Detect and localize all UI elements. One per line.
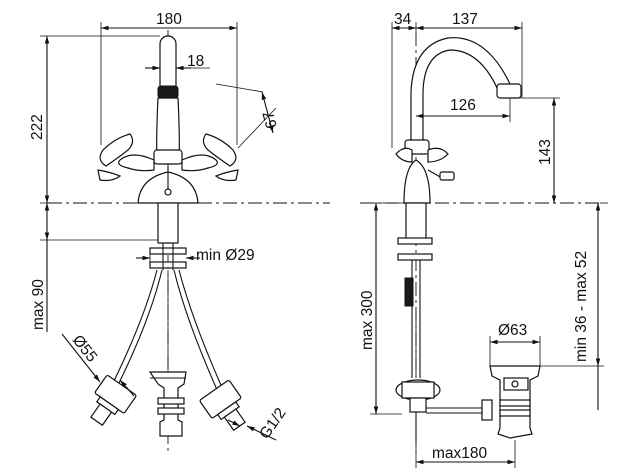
side-spout-reach-label: 126 xyxy=(450,97,476,114)
side-faucet-body xyxy=(395,37,522,204)
front-below-deck-label: max 90 xyxy=(30,279,47,330)
side-drain-diameter-label: Ø63 xyxy=(498,322,527,339)
front-underdeck xyxy=(90,202,246,437)
side-base-offset-label: 34 xyxy=(394,11,412,28)
side-underdeck xyxy=(395,202,541,439)
front-view: 180 18 222 67 min Ø29 max 90 Ø55 G1 xyxy=(29,11,330,455)
side-drain-reach-label: max180 xyxy=(432,445,488,462)
front-thread-label: G1/2 xyxy=(256,405,289,442)
front-shank-diameter-label: min Ø29 xyxy=(196,247,255,264)
side-view: 34 137 126 143 max 300 Ø63 min 36 - max … xyxy=(359,11,608,468)
side-spout-height-label: 143 xyxy=(537,139,554,165)
side-reach-label: 137 xyxy=(452,11,478,28)
front-width-label: 180 xyxy=(156,11,182,28)
front-handle-length-label: 67 xyxy=(260,109,281,130)
front-spout-diameter-label: 18 xyxy=(187,53,204,70)
side-hose-length-label: max 300 xyxy=(359,290,376,350)
side-basin-thickness-label: min 36 - max 52 xyxy=(573,251,590,362)
front-height-label: 222 xyxy=(29,114,46,140)
front-faucet-body xyxy=(97,35,239,204)
